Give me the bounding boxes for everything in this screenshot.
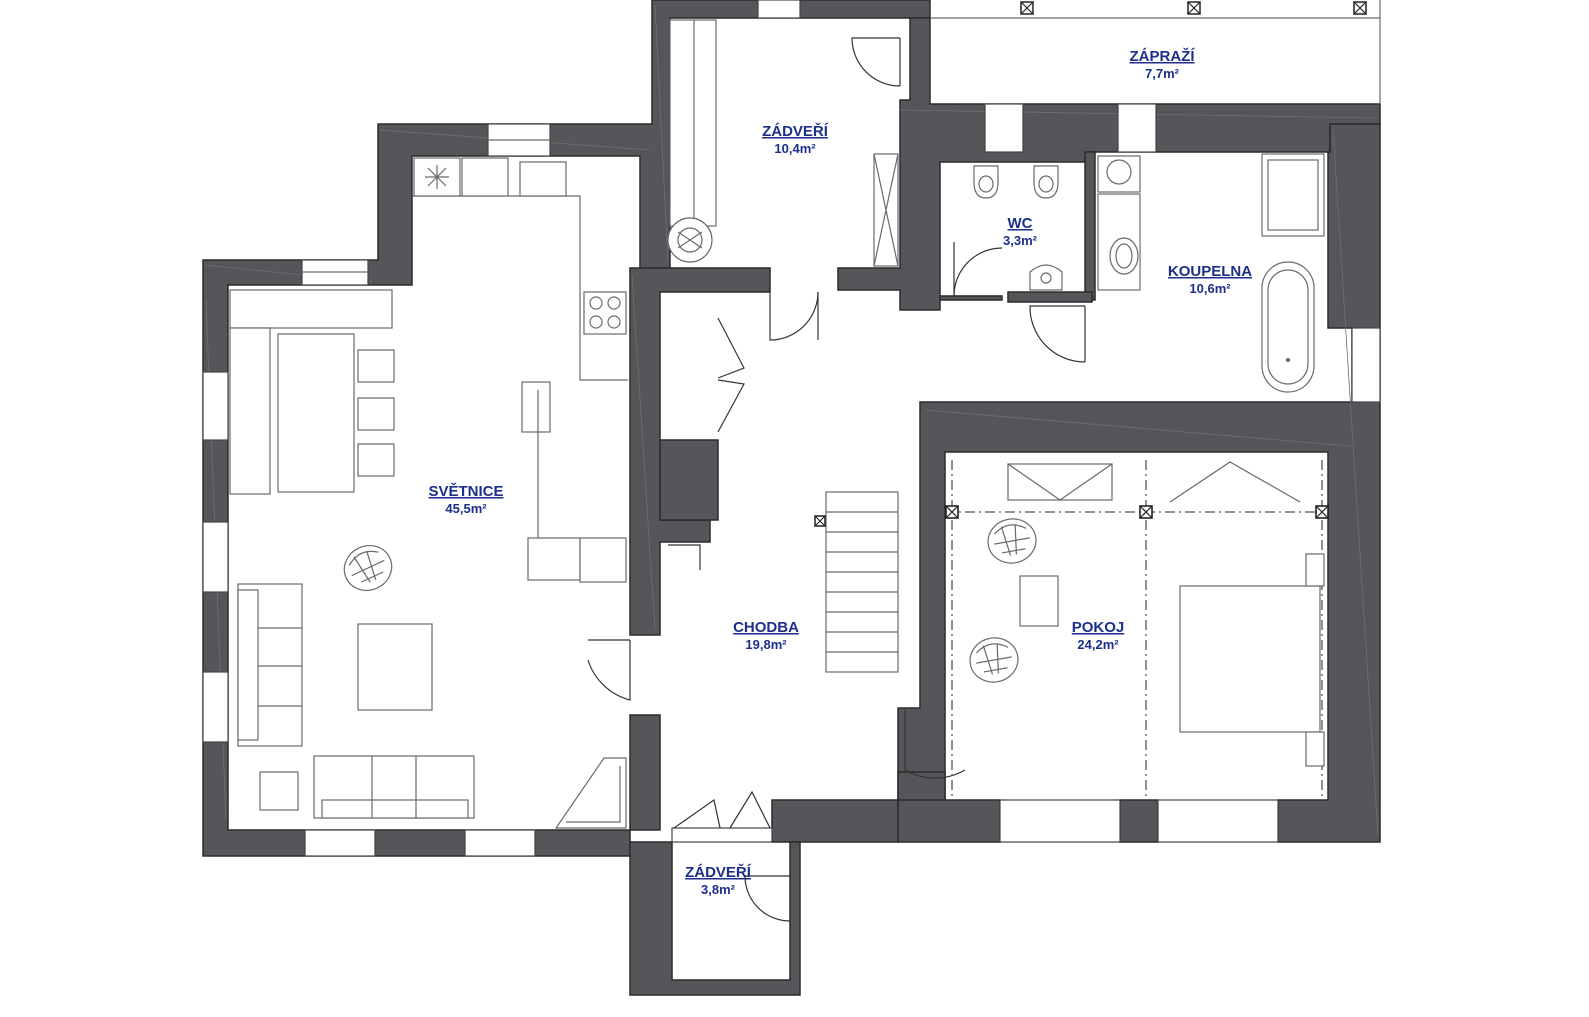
room-area-zaprazi: 7,7m² (1145, 66, 1180, 81)
zaprazi-veranda (930, 0, 1381, 104)
room-label-wc: WC (1008, 215, 1033, 232)
room-label-zaprazi: ZÁPRAŽÍ (1130, 47, 1196, 65)
room-label-svetnice: SVĚTNICE (428, 482, 503, 500)
room-labels: SVĚTNICE 45,5m² ZÁDVEŘÍ 10,4m² ZÁPRAŽÍ 7… (428, 47, 1252, 897)
room-area-koupelna: 10,6m² (1189, 281, 1231, 296)
room-label-chodba: CHODBA (733, 619, 799, 636)
room-label-pokoj: POKOJ (1072, 619, 1125, 636)
room-label-zadveri-bottom: ZÁDVEŘÍ (685, 863, 752, 881)
pokoj-furniture (945, 460, 1329, 800)
room-area-wc: 3,3m² (1003, 233, 1038, 248)
zadveri-top-furniture (667, 19, 899, 267)
doors (587, 37, 1086, 922)
svetnice-furniture (229, 157, 628, 829)
koupelna-fixtures (1097, 153, 1325, 393)
walls (202, 0, 1381, 996)
room-area-svetnice: 45,5m² (445, 501, 487, 516)
room-area-zadveri-bottom: 3,8m² (701, 882, 736, 897)
room-area-zadveri-top: 10,4m² (774, 141, 816, 156)
room-label-koupelna: KOUPELNA (1168, 263, 1252, 280)
wc-fixtures (973, 165, 1063, 291)
windows (202, 0, 1381, 857)
room-label-zadveri-top: ZÁDVEŘÍ (762, 122, 829, 140)
room-area-chodba: 19,8m² (745, 637, 787, 652)
room-area-pokoj: 24,2m² (1077, 637, 1119, 652)
chodba-stairs (814, 491, 899, 673)
